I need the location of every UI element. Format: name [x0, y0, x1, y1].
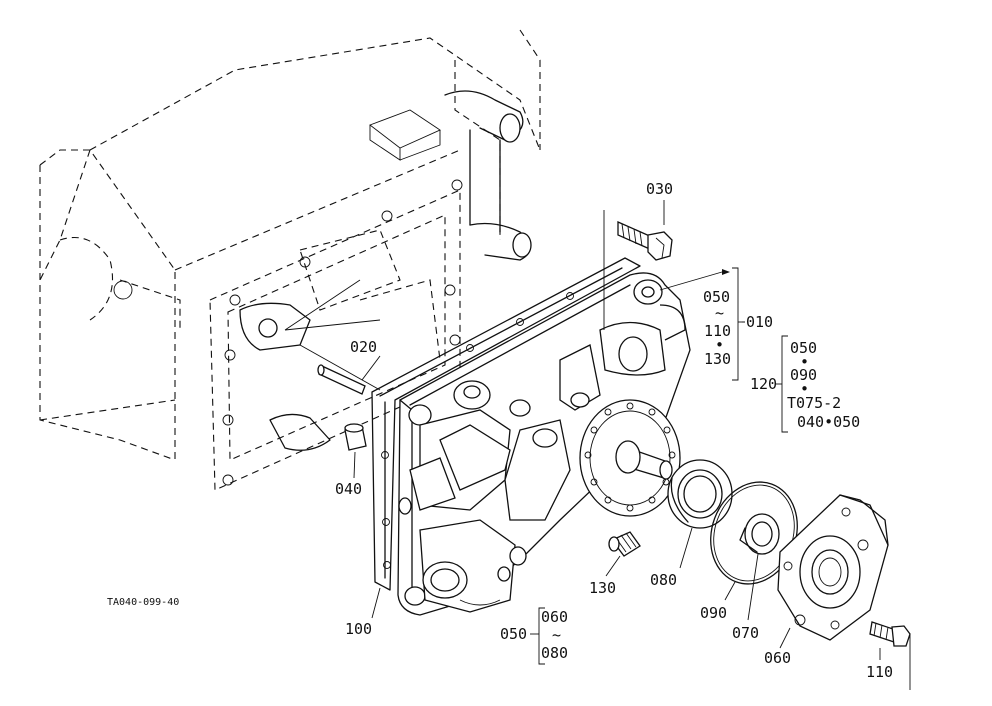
bearing-080 [667, 459, 733, 529]
group-120-dot1: • [800, 353, 809, 371]
group-050-a: 060 [541, 608, 568, 626]
group-010-tilde: ~ [715, 304, 724, 322]
group-120-c: T075-2 [787, 394, 841, 412]
callout-070: 070 [732, 624, 759, 642]
group-050-tilde: ~ [552, 626, 561, 644]
group-120-a: 050 [790, 339, 817, 357]
group-120-b: 090 [790, 366, 817, 384]
pin-020 [317, 364, 366, 395]
callout-090: 090 [700, 604, 727, 622]
dowel-040 [344, 423, 367, 451]
group-120-dot2: • [800, 380, 809, 398]
pump-housing [397, 272, 691, 616]
leader-lines [353, 200, 911, 690]
bolt-030 [617, 221, 673, 261]
callout-labels: 030 020 040 100 130 080 090 070 060 110 … [107, 180, 893, 681]
callout-010: 010 [746, 313, 773, 331]
callout-110: 110 [866, 663, 893, 681]
callout-120: 120 [750, 375, 777, 393]
bracket-120 [775, 335, 788, 433]
group-010-from: 050 [703, 288, 730, 306]
cover-060 [777, 494, 889, 641]
callout-030: 030 [646, 180, 673, 198]
group-120-d: 040•050 [797, 413, 860, 431]
callout-130: 130 [589, 579, 616, 597]
figure-code: TA040-099-40 [107, 597, 179, 608]
plug-130 [608, 531, 641, 557]
bolt-110 [869, 621, 911, 647]
callout-060: 060 [764, 649, 791, 667]
callout-100: 100 [345, 620, 372, 638]
callout-050: 050 [500, 625, 527, 643]
callout-040: 040 [335, 480, 362, 498]
transmission-case [39, 29, 541, 491]
callout-020: 020 [350, 338, 377, 356]
group-010-to: 130 [704, 350, 731, 368]
group-010-dot: • [715, 336, 724, 354]
gasket-100 [371, 257, 641, 591]
oil-seal-070 [739, 513, 780, 555]
group-010-mid: 110 [704, 322, 731, 340]
group-050-b: 080 [541, 644, 568, 662]
bracket-010 [732, 267, 745, 381]
bracket-050 [530, 607, 545, 665]
callout-080: 080 [650, 571, 677, 589]
